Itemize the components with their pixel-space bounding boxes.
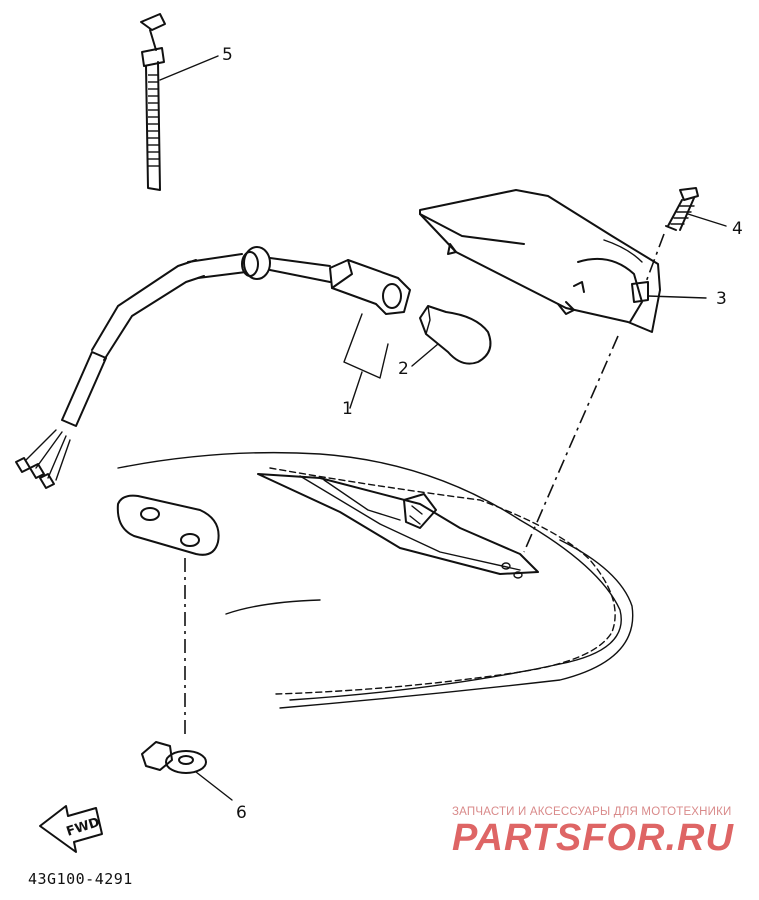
rear-fender-outline bbox=[117, 335, 634, 709]
nut-washer-part bbox=[141, 741, 233, 801]
callout-6: 6 bbox=[236, 803, 247, 823]
drawing-code: 43G100-4291 bbox=[28, 870, 133, 888]
callout-1: 1 bbox=[342, 399, 353, 419]
cable-tie-part bbox=[140, 13, 219, 191]
bulb-part bbox=[411, 305, 492, 367]
screw-part bbox=[645, 187, 727, 283]
callout-2: 2 bbox=[398, 359, 409, 379]
watermark: ЗАПЧАСТИ И АКСЕССУАРЫ ДЛЯ МОТОТЕХНИКИ PA… bbox=[452, 806, 752, 858]
mounting-plate bbox=[116, 494, 220, 738]
fwd-direction-arrow: FWD bbox=[39, 805, 103, 853]
license-light-cover-part bbox=[419, 189, 707, 333]
socket-harness-part bbox=[15, 246, 411, 489]
callout-5: 5 bbox=[222, 45, 233, 65]
watermark-caption: ЗАПЧАСТИ И АКСЕССУАРЫ ДЛЯ МОТОТЕХНИКИ bbox=[452, 806, 732, 818]
watermark-logo: PARTSFOR.RU bbox=[452, 817, 734, 859]
callout-4: 4 bbox=[732, 219, 743, 239]
callout-3: 3 bbox=[716, 289, 727, 309]
